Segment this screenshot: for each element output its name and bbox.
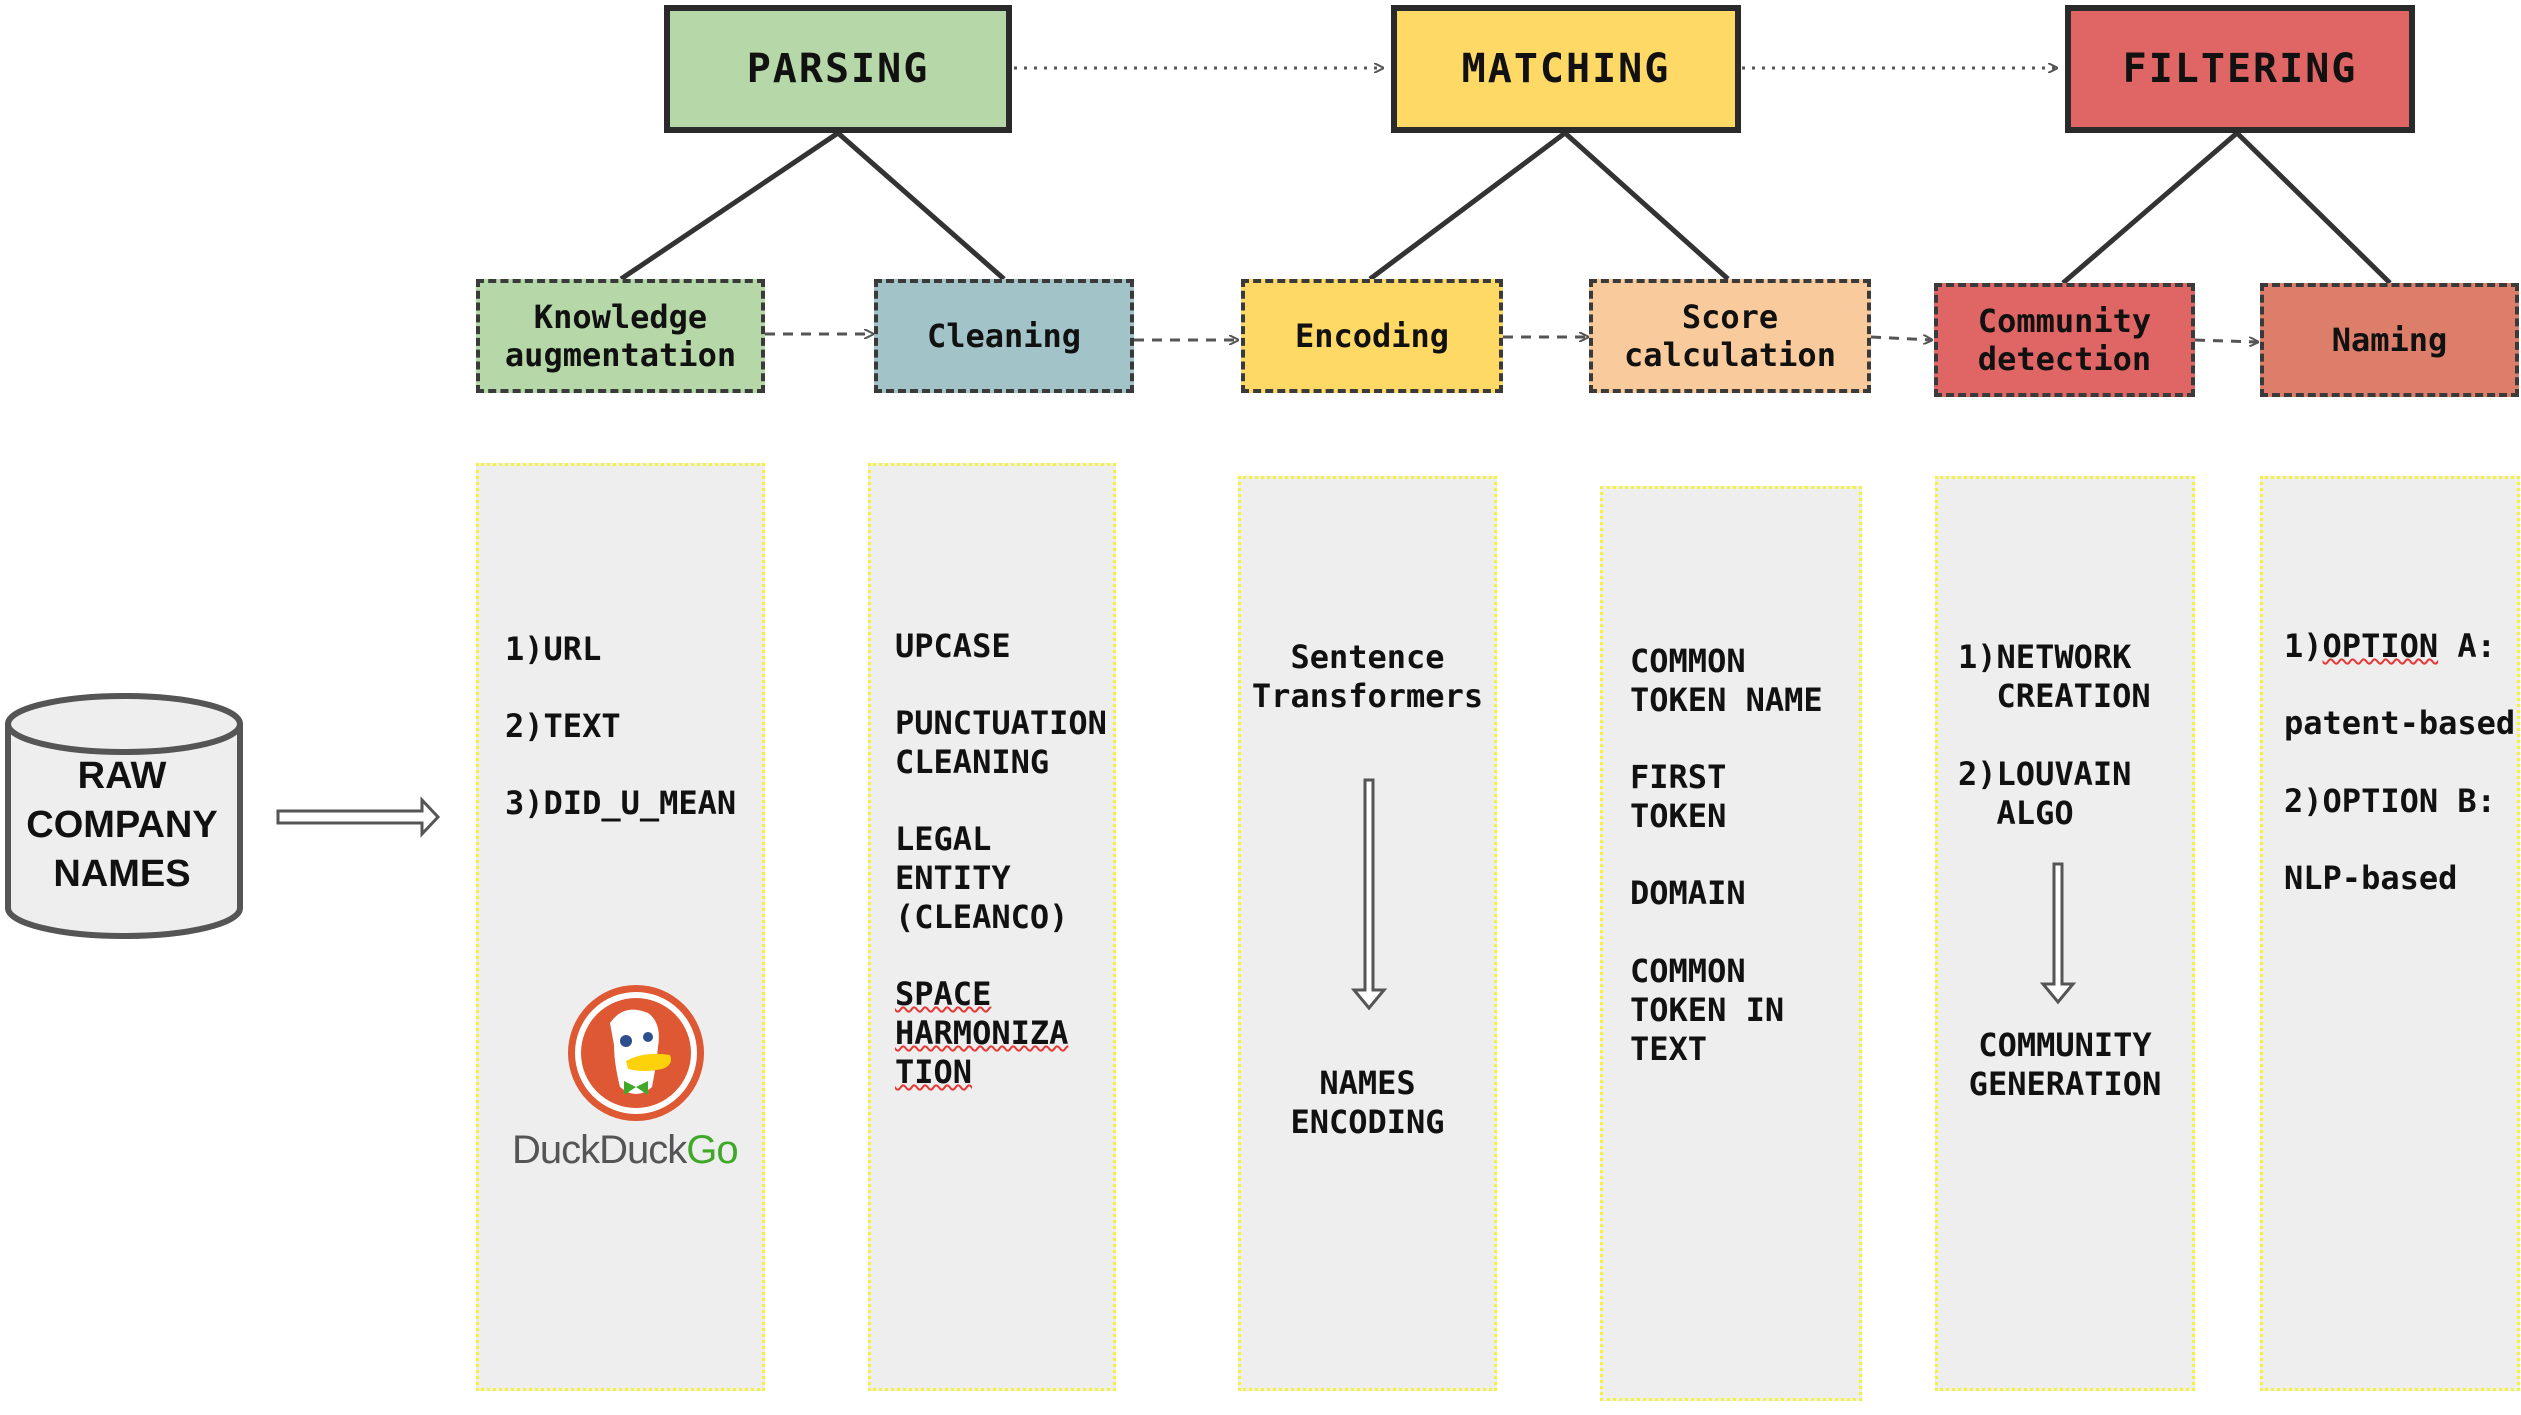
naming-item-option-b: 2)OPTION B:: [2284, 782, 2496, 820]
score-item-first-token: FIRST TOKEN: [1630, 758, 1727, 835]
score-item-common-token-name: COMMON TOKEN NAME: [1630, 642, 1823, 719]
cleaning-item-legal-entity: LEGAL ENTITY (CLEANCO): [895, 820, 1069, 936]
community-item-louvain: 2)LOUVAIN ALGO: [1958, 755, 2132, 832]
stage-filtering: FILTERING: [2065, 5, 2415, 133]
database-icon: [5, 693, 243, 939]
community-bottom-text: COMMUNITY GENERATION: [1968, 1026, 2162, 1103]
cleaning-space-line1: SPACE HARMONIZA: [895, 975, 1069, 1052]
cleaning-item-space-harmonization: SPACE HARMONIZA TION: [895, 975, 1068, 1092]
encoding-bottom-text: NAMES ENCODING: [1290, 1064, 1445, 1141]
detail-column-community: [1935, 476, 2195, 1391]
substep-community-detection: Community detection: [1934, 283, 2195, 397]
detail-column-naming: [2260, 476, 2520, 1391]
matching-branch-right: [1563, 131, 1730, 281]
filtering-branch-left: [2061, 131, 2239, 285]
substep-cleaning: Cleaning: [874, 279, 1134, 393]
substep-knowledge-augmentation: Knowledge augmentation: [476, 279, 765, 393]
substep-score-calculation: Score calculation: [1589, 279, 1871, 393]
substep-encoding: Encoding: [1241, 279, 1503, 393]
knowledge-item-url: 1)URL: [505, 630, 602, 668]
substep-arrow-5: [2194, 340, 2258, 342]
community-item-network: 1)NETWORK CREATION: [1958, 638, 2151, 715]
detail-column-score: [1600, 486, 1862, 1401]
naming-option-a-prefix: 1): [2284, 627, 2323, 665]
parsing-branch-left: [619, 130, 840, 282]
naming-option-a-word: OPTION: [2322, 627, 2439, 665]
cleaning-item-punctuation: PUNCTUATION CLEANING: [895, 704, 1107, 781]
naming-item-patent: patent-based: [2284, 704, 2516, 742]
knowledge-item-did-u-mean: 3)DID_U_MEAN: [505, 784, 737, 822]
stage-parsing-label: PARSING: [746, 46, 930, 92]
stage-parsing: PARSING: [664, 5, 1012, 133]
substep-naming: Naming: [2260, 283, 2519, 397]
ddg-word-part2: Go: [686, 1128, 738, 1172]
input-arrow-icon: [276, 796, 441, 838]
substep-knowledge-label: Knowledge augmentation: [504, 298, 737, 374]
substep-arrow-4: [1870, 337, 1932, 340]
naming-option-a-suffix: A:: [2438, 627, 2496, 665]
ddg-word-part1: DuckDuck: [512, 1128, 687, 1172]
substep-encoding-label: Encoding: [1294, 317, 1450, 355]
duckduckgo-wordmark: DuckDuckGo: [512, 1128, 739, 1173]
score-item-common-token-text: COMMON TOKEN IN TEXT: [1630, 952, 1785, 1068]
duckduckgo-logo-icon: [568, 985, 704, 1121]
stage-matching-label: MATCHING: [1461, 46, 1671, 92]
raw-company-names-label: RAW COMPANY NAMES: [26, 755, 218, 895]
detail-column-cleaning: [868, 463, 1116, 1391]
naming-item-option-a: 1)OPTION A:: [2284, 627, 2496, 666]
stage-filtering-label: FILTERING: [2122, 46, 2358, 92]
substep-community-label: Community detection: [1977, 302, 2152, 378]
cleaning-item-upcase: UPCASE: [895, 627, 1011, 665]
cleaning-space-line2: TION: [895, 1053, 973, 1091]
stage-matching: MATCHING: [1391, 5, 1741, 133]
community-down-arrow-icon: [2039, 862, 2077, 1005]
naming-item-nlp: NLP-based: [2284, 859, 2458, 897]
score-item-domain: DOMAIN: [1630, 874, 1746, 912]
parsing-branch-right: [836, 131, 1006, 281]
matching-branch-left: [1368, 130, 1567, 282]
filtering-branch-right: [2235, 131, 2392, 285]
substep-score-label: Score calculation: [1624, 298, 1836, 374]
detail-column-knowledge: [476, 463, 765, 1391]
encoding-down-arrow-icon: [1350, 778, 1388, 1011]
knowledge-item-text: 2)TEXT: [505, 707, 621, 745]
substep-naming-label: Naming: [2331, 321, 2448, 359]
encoding-top-text: Sentence Transformers: [1251, 638, 1484, 715]
substep-cleaning-label: Cleaning: [926, 317, 1082, 355]
